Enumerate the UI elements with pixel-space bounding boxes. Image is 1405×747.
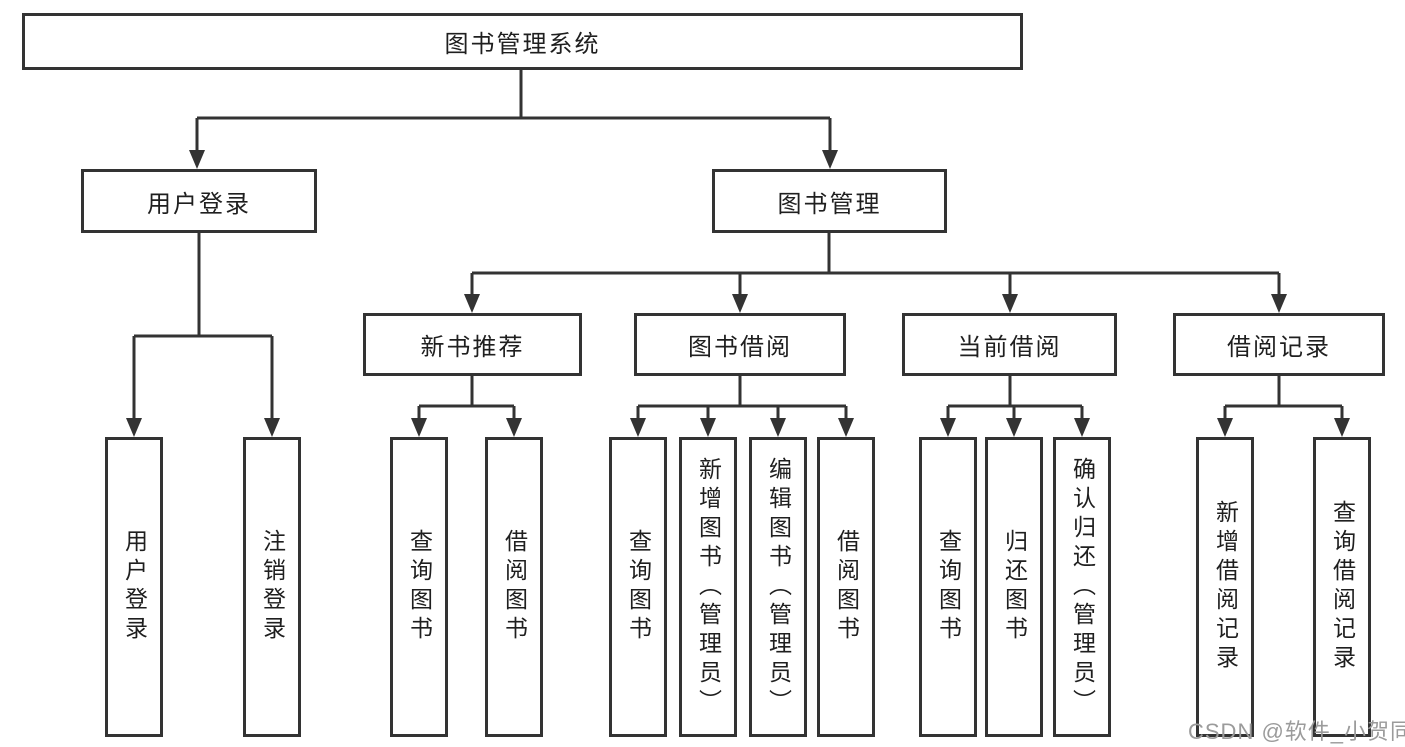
node-current-borrow-label: 当前借阅 <box>957 334 1062 361</box>
node-new-book-recommend-label: 新书推荐 <box>420 334 525 361</box>
leaf-add-book-admin-label: 新增图书（管理员） <box>695 456 722 718</box>
leaf-add-borrow-record-label: 新增借阅记录 <box>1212 500 1239 674</box>
node-borrow-record-label: 借阅记录 <box>1227 334 1331 361</box>
node-library-system: 图书管理系统 <box>22 13 1023 70</box>
node-user-login-branch: 用户登录 <box>81 169 317 233</box>
leaf-current-query-book: 查询图书 <box>919 437 977 737</box>
leaf-borrow-query-book: 查询图书 <box>609 437 667 737</box>
node-new-book-recommend: 新书推荐 <box>363 313 582 376</box>
leaf-query-borrow-record: 查询借阅记录 <box>1313 437 1371 737</box>
leaf-current-query-book-label: 查询图书 <box>935 529 962 645</box>
node-book-management: 图书管理 <box>712 169 947 233</box>
leaf-borrow-book-label: 借阅图书 <box>833 529 860 645</box>
leaf-add-book-admin: 新增图书（管理员） <box>679 437 737 737</box>
leaf-borrow-query-book-label: 查询图书 <box>625 529 652 645</box>
leaf-return-book: 归还图书 <box>985 437 1043 737</box>
leaf-logout-label: 注销登录 <box>259 529 286 645</box>
leaf-borrow-book: 借阅图书 <box>817 437 875 737</box>
csdn-watermark: CSDN @软件_小贺同学 <box>1188 719 1405 744</box>
node-book-management-label: 图书管理 <box>777 190 882 218</box>
leaf-recommend-borrow-book: 借阅图书 <box>485 437 543 737</box>
leaf-add-borrow-record: 新增借阅记录 <box>1196 437 1254 737</box>
leaf-user-login: 用户登录 <box>105 437 163 737</box>
leaf-confirm-return-admin-label: 确认归还（管理员） <box>1069 456 1096 718</box>
leaf-user-login-label: 用户登录 <box>121 529 148 645</box>
leaf-query-borrow-record-label: 查询借阅记录 <box>1329 500 1356 674</box>
node-library-system-label: 图书管理系统 <box>444 31 601 58</box>
node-user-login-branch-label: 用户登录 <box>147 190 251 218</box>
node-borrow-record: 借阅记录 <box>1173 313 1385 376</box>
leaf-edit-book-admin-label: 编辑图书（管理员） <box>765 456 792 718</box>
node-current-borrow: 当前借阅 <box>902 313 1117 376</box>
leaf-recommend-query-book-label: 查询图书 <box>406 529 433 645</box>
node-book-borrow-label: 图书借阅 <box>688 334 792 361</box>
leaf-confirm-return-admin: 确认归还（管理员） <box>1053 437 1111 737</box>
leaf-recommend-query-book: 查询图书 <box>390 437 448 737</box>
node-book-borrow: 图书借阅 <box>634 313 846 376</box>
leaf-edit-book-admin: 编辑图书（管理员） <box>749 437 807 737</box>
leaf-logout: 注销登录 <box>243 437 301 737</box>
leaf-return-book-label: 归还图书 <box>1001 529 1028 645</box>
leaf-recommend-borrow-book-label: 借阅图书 <box>501 529 528 645</box>
